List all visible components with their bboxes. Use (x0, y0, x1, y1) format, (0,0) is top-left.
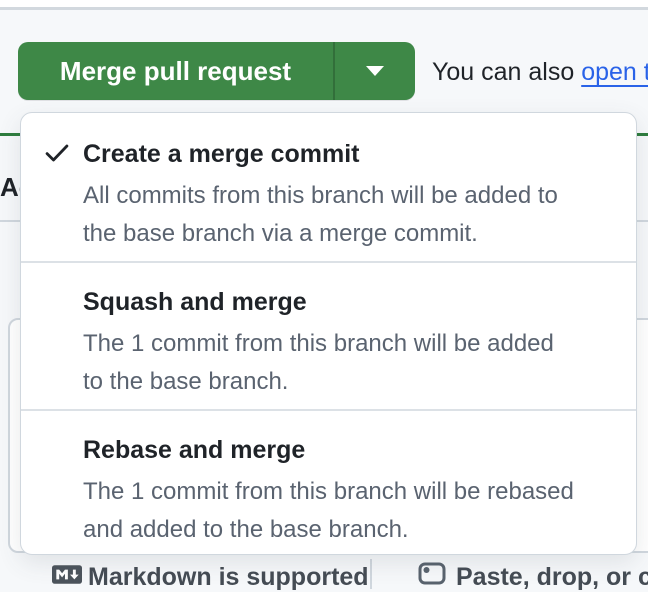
markdown-icon (52, 565, 82, 584)
merge-button-label: Merge pull request (59, 55, 292, 86)
menu-item-desc-line: All commits from this branch will be add… (83, 182, 558, 209)
menu-item-title: Squash and merge (83, 288, 307, 316)
paste-drop-click-note[interactable]: Paste, drop, or cli (456, 563, 648, 591)
merge-button-group: Merge pull request (18, 42, 415, 100)
image-attachment-icon (418, 562, 446, 585)
merge-options-menu: Create a merge commit All commits from t… (20, 112, 637, 555)
page-top-border (0, 0, 648, 10)
menu-item-rebase-and-merge[interactable]: Rebase and merge The 1 commit from this … (21, 409, 636, 554)
menu-item-title: Rebase and merge (83, 436, 306, 464)
open-link[interactable]: open t (581, 58, 648, 86)
menu-item-squash-and-merge[interactable]: Squash and merge The 1 commit from this … (21, 261, 636, 409)
menu-item-title: Create a merge commit (83, 140, 360, 168)
aside-static-text: You can also (432, 58, 582, 86)
merge-pull-request-button[interactable]: Merge pull request (18, 42, 333, 100)
markdown-supported-note[interactable]: Markdown is supported (88, 563, 369, 591)
menu-item-desc-line: and added to the base branch. (83, 516, 409, 543)
merge-aside-text: You can also open t (432, 57, 648, 87)
menu-item-create-merge-commit[interactable]: Create a merge commit All commits from t… (21, 113, 636, 261)
menu-item-desc-line: The 1 commit from this branch will be ad… (83, 330, 554, 357)
check-icon (45, 144, 69, 162)
menu-item-desc-line: to the base branch. (83, 368, 289, 395)
footer-divider (370, 559, 372, 589)
menu-item-desc-line: the base branch via a merge commit. (83, 220, 478, 247)
triangle-down-icon (366, 66, 384, 76)
menu-item-desc-line: The 1 commit from this branch will be re… (83, 478, 574, 505)
merge-options-caret-button[interactable] (333, 42, 415, 100)
